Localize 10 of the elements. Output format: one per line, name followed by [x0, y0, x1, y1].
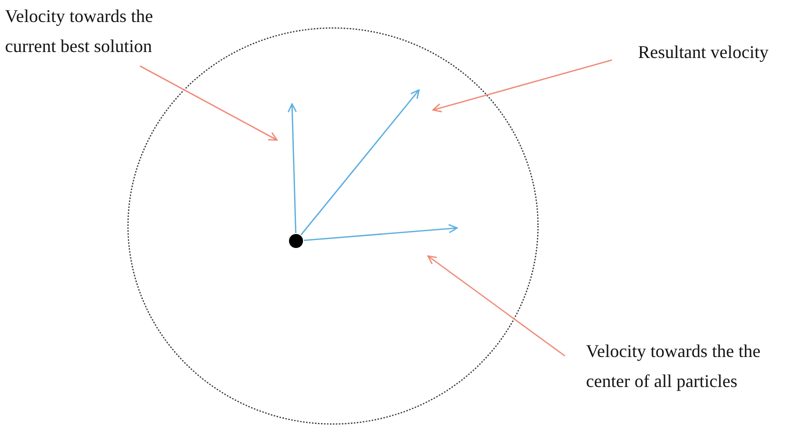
callout-label: Velocity towards the current best solution [5, 1, 195, 61]
leader-arrow [427, 255, 566, 357]
particle-dot [289, 234, 303, 248]
leader-arrow [140, 65, 278, 141]
velocity-arrow [288, 103, 297, 234]
velocity-arrow [304, 224, 458, 241]
leader-arrow [432, 59, 612, 112]
velocity-arrow [300, 89, 420, 236]
callout-label: Resultant velocity [638, 37, 803, 67]
callout-label: Velocity towards the the center of all particles [586, 336, 801, 396]
